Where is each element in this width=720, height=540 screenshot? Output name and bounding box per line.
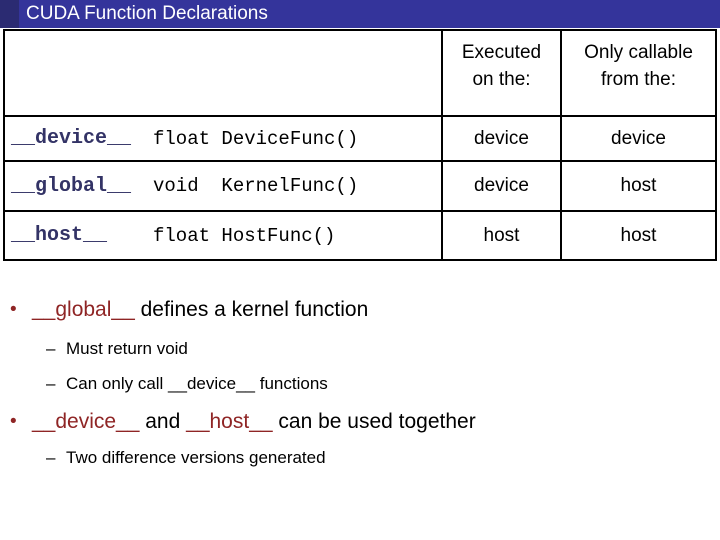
bullet-list: • __global__ defines a kernel function –…	[0, 290, 720, 468]
cell-device-callable-from: device	[562, 117, 715, 162]
title-accent-block	[0, 0, 19, 28]
sub-bullet-text: Can only call __device__ functions	[66, 374, 328, 393]
sub-bullet-must-return-void: – Must return void	[46, 338, 720, 359]
sub-bullet-can-only-call-device: – Can only call __device__ functions	[46, 373, 720, 394]
bullet-text: __global__ defines a kernel function	[32, 296, 368, 323]
sub-bullet-two-versions: – Two difference versions generated	[46, 447, 720, 468]
declaration-global: void KernelFunc()	[153, 175, 359, 197]
column-header-executed-on: Executed on the:	[443, 31, 562, 117]
sub-bullet-text: Must return void	[66, 339, 188, 358]
table-row-global-declaration: __global__ void KernelFunc()	[5, 162, 443, 212]
bullet-text-plain: can be used together	[272, 410, 476, 433]
dash-icon: –	[46, 448, 56, 467]
cell-global-callable-from: host	[562, 162, 715, 212]
title-bar: CUDA Function Declarations	[0, 0, 720, 28]
bullet-text-plain: defines a kernel function	[134, 298, 369, 321]
cell-device-executed-on: device	[443, 117, 562, 162]
bullet-icon: •	[10, 299, 17, 320]
dash-icon: –	[46, 374, 56, 393]
keyword-host-red: __host__	[186, 410, 273, 433]
bullet-icon: •	[10, 411, 17, 432]
keyword-global-red: __global__	[32, 298, 135, 321]
bullet-text-plain: and	[139, 410, 187, 433]
bullet-device-host-together: • __device__ and __host__ can be used to…	[0, 408, 720, 435]
cell-global-executed-on: device	[443, 162, 562, 212]
keyword-host: __host__	[11, 224, 108, 247]
table-corner-cell	[5, 31, 443, 117]
column-header-only-callable: Only callable from the:	[562, 31, 715, 117]
keyword-global: __global__	[11, 174, 132, 198]
table-row-device-declaration: __device__ float DeviceFunc()	[5, 117, 443, 162]
bullet-text: __device__ and __host__ can be used toge…	[32, 408, 476, 435]
cell-host-callable-from: host	[620, 224, 657, 246]
declaration-host: float HostFunc()	[153, 224, 336, 247]
declaration-device: float DeviceFunc()	[153, 127, 359, 150]
cell-host-executed-on: host	[443, 212, 562, 259]
page-title: CUDA Function Declarations	[26, 3, 268, 24]
keyword-device-red: __device__	[32, 410, 140, 433]
function-declaration-table: Executed on the: Only callable from the:…	[3, 29, 717, 261]
sub-bullet-text: Two difference versions generated	[66, 448, 326, 467]
table-row-host-declaration: __host__ float HostFunc()	[5, 212, 443, 259]
keyword-device: __device__	[11, 127, 132, 150]
bullet-global-kernel: • __global__ defines a kernel function	[0, 296, 720, 323]
dash-icon: –	[46, 339, 56, 358]
